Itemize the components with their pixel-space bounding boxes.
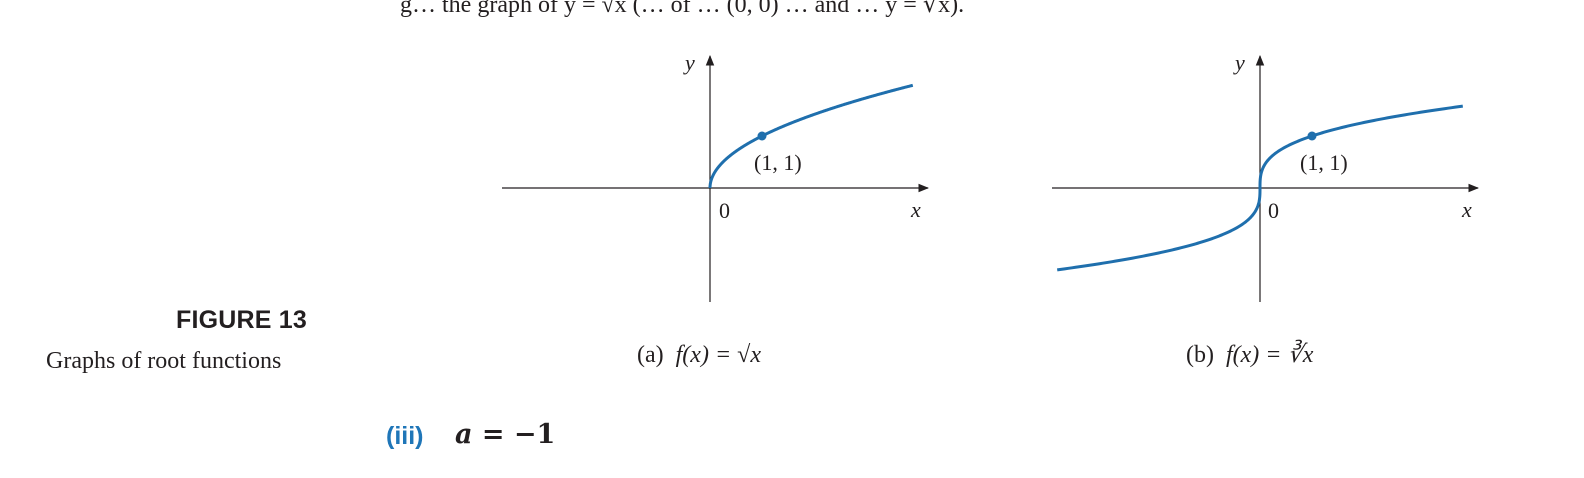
figure-label: FIGURE 13 (176, 306, 307, 334)
chart-b-caption-formula: f(x) = ∛x (1226, 339, 1314, 368)
header-text: g… the graph of y = √x (… of … (0, 0) … … (400, 0, 965, 18)
equation-variable: a (455, 419, 473, 450)
chart-a: (1, 1) y x 0 (a) f(x) = √x (502, 50, 930, 368)
chart-b-x-label: x (1461, 197, 1472, 222)
chart-a-x-label: x (910, 197, 921, 222)
chart-a-origin-label: 0 (719, 198, 730, 223)
chart-b-caption: (b) f(x) = ∛x (1186, 339, 1314, 368)
chart-b-point (1307, 131, 1317, 141)
chart-b: (1, 1) y x 0 (b) f(x) = ∛x (1052, 50, 1480, 368)
figure-caption: Graphs of root functions (46, 348, 282, 374)
chart-b-caption-prefix: (b) (1186, 342, 1214, 368)
equation: a = −1 (455, 419, 555, 450)
chart-b-y-label: y (1233, 50, 1245, 75)
part-label: (iii) (386, 422, 424, 450)
chart-b-point-label: (1, 1) (1300, 150, 1348, 175)
chart-b-origin-label: 0 (1268, 198, 1279, 223)
chart-a-point-label: (1, 1) (754, 150, 802, 175)
chart-a-caption: (a) f(x) = √x (637, 342, 761, 368)
chart-b-curve (1056, 104, 1464, 272)
chart-a-y-label: y (683, 50, 695, 75)
chart-a-curve (708, 83, 914, 188)
chart-a-point (757, 131, 767, 141)
chart-a-caption-formula: f(x) = √x (676, 342, 762, 368)
equation-value: = −1 (472, 419, 556, 450)
chart-a-caption-prefix: (a) (637, 342, 664, 368)
